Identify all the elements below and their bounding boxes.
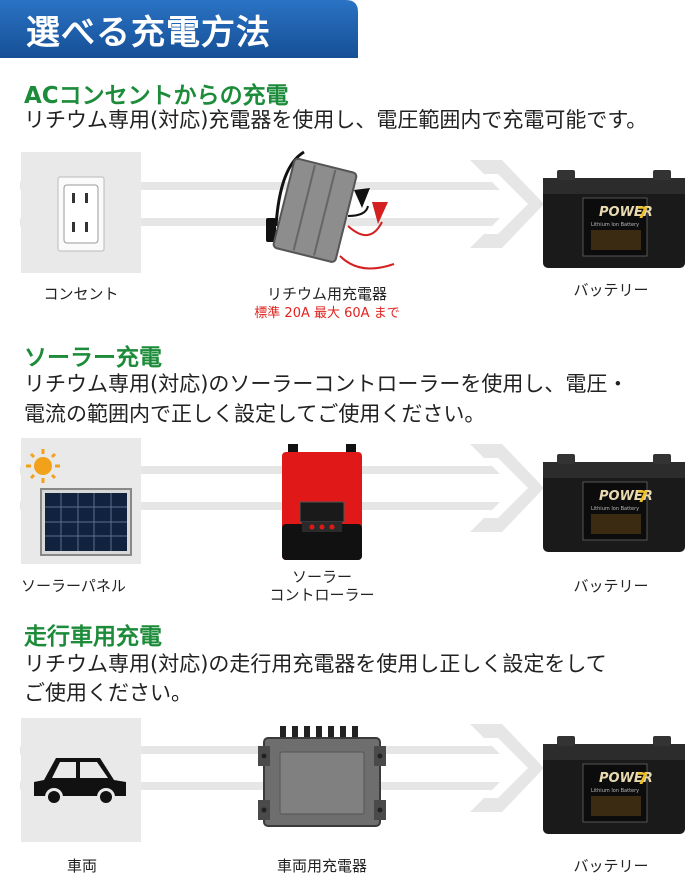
header-banner: 選べる充電方法 <box>0 0 362 58</box>
battery-brand-text: POWER <box>599 771 653 786</box>
section-desc-solar-2: 電流の範囲内で正しく設定してご使用ください。 <box>24 402 486 426</box>
item-label-battery-1: バッテリー <box>573 281 649 299</box>
item-label-battery-3: バッテリー <box>573 857 649 875</box>
section-desc-ac: リチウム専用(対応)充電器を使用し、電圧範囲内で充電可能です。 <box>24 108 648 132</box>
battery-number-text: 7 <box>637 203 648 222</box>
battery-icon: POWER 7 Lithium Ion Battery <box>543 170 685 268</box>
sun-icon <box>26 449 60 483</box>
item-label-vehicle-charger: 車両用充電器 <box>276 857 367 875</box>
item-label-solar-panel: ソーラーパネル <box>21 577 126 595</box>
section-desc-solar-1: リチウム専用(対応)のソーラーコントローラーを使用し、電圧・ <box>24 372 629 396</box>
battery-icon: POWER 7 Lithium Ion Battery <box>543 454 685 552</box>
flow-arrow-ac <box>20 160 544 248</box>
solar-controller-icon <box>282 444 362 560</box>
item-label-battery-2: バッテリー <box>573 577 649 595</box>
item-label-vehicle: 車両 <box>67 857 98 875</box>
page-title: 選べる充電方法 <box>26 13 271 53</box>
battery-sub-text: Lithium Ion Battery <box>591 506 639 512</box>
charger-icon <box>266 150 395 270</box>
section-title-vehicle: 走行車用充電 <box>24 624 162 650</box>
vehicle-charger-icon <box>258 726 386 827</box>
section-desc-vehicle-1: リチウム専用(対応)の走行用充電器を使用し正しく設定をして <box>24 652 607 676</box>
section-desc-vehicle-2: ご使用ください。 <box>24 681 192 705</box>
outlet-icon <box>57 176 105 252</box>
battery-number-text: 7 <box>637 769 648 788</box>
section-title-ac: ACコンセントからの充電 <box>24 83 289 109</box>
solar-panel-icon <box>40 488 132 556</box>
item-label-controller-2: コントローラー <box>269 586 375 604</box>
battery-brand-text: POWER <box>599 205 653 220</box>
banner-background <box>0 0 358 58</box>
item-label-controller-1: ソーラー <box>291 568 352 586</box>
battery-brand-text: POWER <box>599 489 653 504</box>
car-icon <box>34 758 126 806</box>
item-sublabel-charger: 標準 20A 最大 60A まで <box>254 306 400 321</box>
item-label-charger: リチウム用充電器 <box>266 285 387 303</box>
battery-sub-text: Lithium Ion Battery <box>591 788 639 794</box>
item-label-outlet: コンセント <box>43 285 119 303</box>
battery-sub-text: Lithium Ion Battery <box>591 222 639 228</box>
section-title-solar: ソーラー充電 <box>24 345 162 371</box>
battery-icon: POWER 7 Lithium Ion Battery <box>543 736 685 834</box>
battery-number-text: 7 <box>637 487 648 506</box>
